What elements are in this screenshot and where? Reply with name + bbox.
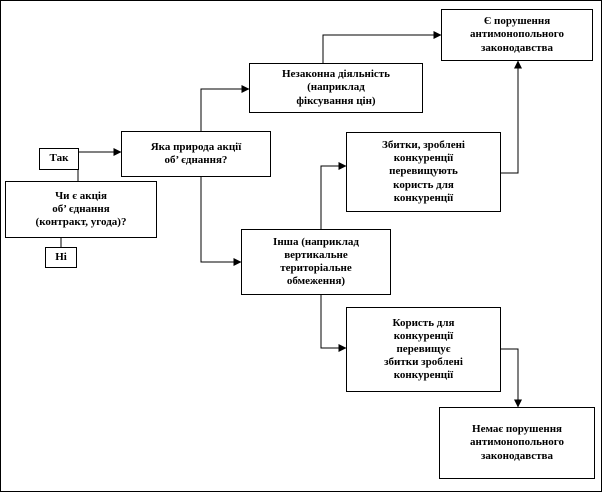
node-benefit-exceeds-losses: Користь для конкуренції перевищує збитки…	[346, 307, 501, 392]
yes-label: Так	[49, 152, 69, 165]
connector-nature-to-other	[200, 177, 242, 266]
node-illegal-activity: Незаконна діяльність (наприклад фіксуван…	[249, 63, 423, 113]
connector-benefit-to-no-violation	[501, 348, 522, 408]
connector-illegal-to-violation	[322, 31, 442, 63]
node-losses-exceed-benefit-label: Збитки, зроблені конкуренції перевищують…	[382, 139, 465, 204]
connector-other-to-benefit	[320, 295, 347, 352]
node-has-action-question: Чи є акція об’ єднання (контракт, угода)…	[5, 181, 157, 238]
no-label: Ні	[55, 250, 67, 263]
node-action-nature-question-label: Яка природа акції об’ єднання?	[150, 140, 242, 166]
connector-nature-to-illegal	[200, 85, 250, 131]
node-has-action-question-label: Чи є акція об’ єднання (контракт, угода)…	[35, 189, 127, 229]
node-action-nature-question: Яка природа акції об’ єднання?	[121, 131, 271, 177]
node-no-violation-label: Немає порушення антимонопольного законод…	[469, 423, 564, 462]
node-other-action-label: Інша (наприклад вертикальне територіальн…	[273, 235, 359, 288]
node-illegal-activity-label: Незаконна діяльність (наприклад фіксуван…	[281, 68, 391, 107]
node-losses-exceed-benefit: Збитки, зроблені конкуренції перевищують…	[346, 132, 501, 212]
node-yes-label-box: Так	[39, 148, 79, 170]
node-other-action: Інша (наприклад вертикальне територіальн…	[241, 229, 391, 295]
connector-losses-to-violation	[501, 60, 522, 174]
connector-other-to-losses	[320, 162, 347, 229]
node-no-violation: Немає порушення антимонопольного законод…	[439, 407, 595, 479]
connector-question-yes-to-nature	[77, 148, 122, 181]
node-has-violation: Є порушення антимонопольного законодавст…	[441, 9, 593, 61]
node-has-violation-label: Є порушення антимонопольного законодавст…	[469, 15, 564, 54]
node-no-label-box: Ні	[45, 247, 77, 268]
node-benefit-exceeds-losses-label: Користь для конкуренції перевищує збитки…	[384, 316, 463, 382]
